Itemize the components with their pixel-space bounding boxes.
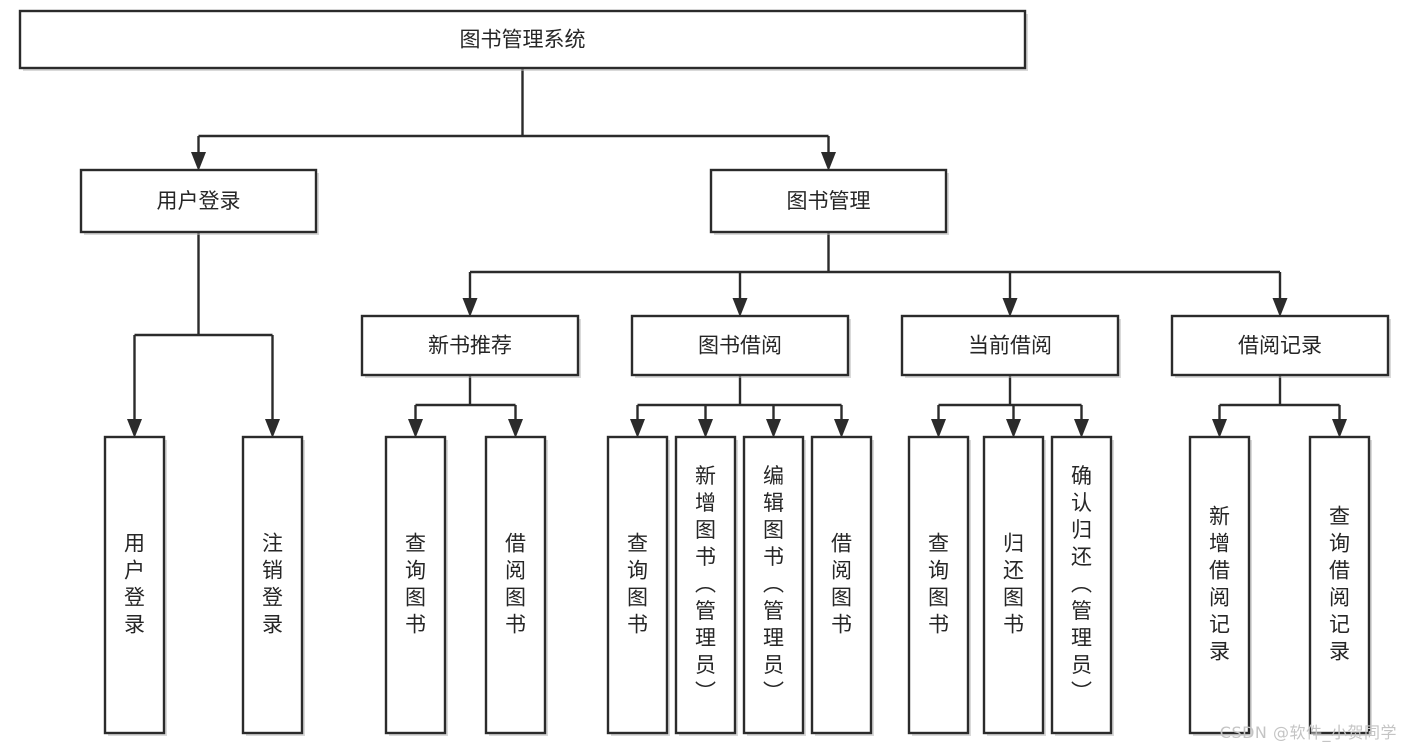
- node-leaf-confirm-return[interactable]: 确认归还︵管理员︶: [1050, 435, 1114, 736]
- node-label: 图书管理: [787, 189, 871, 213]
- edge-newbook-to-leaves: [408, 375, 523, 438]
- node-box[interactable]: [742, 435, 805, 735]
- arrow-head-icon: [508, 419, 523, 438]
- node-current-borrow[interactable]: 当前借阅: [900, 314, 1121, 378]
- node-label: 查询图书: [627, 532, 648, 637]
- arrow-head-icon: [821, 152, 836, 171]
- node-leaf-user-login[interactable]: 用户登录: [103, 435, 167, 736]
- node-label: 用户登录: [124, 532, 145, 637]
- edge-root-to-level1: [191, 68, 836, 171]
- node-leaf-return-book[interactable]: 归还图书: [982, 435, 1046, 736]
- edge-userlogin-to-leaves: [127, 232, 280, 438]
- arrow-head-icon: [698, 419, 713, 438]
- arrow-head-icon: [1272, 298, 1288, 317]
- csdn-watermark: CSDN @软件_小贺同学: [1219, 723, 1397, 742]
- node-user-login[interactable]: 用户登录: [79, 168, 319, 235]
- node-label: 用户登录: [157, 189, 241, 213]
- node-box[interactable]: [241, 435, 304, 735]
- node-label: 编辑图书︵管理员︶: [763, 464, 784, 704]
- node-leaf-edit-book[interactable]: 编辑图书︵管理员︶: [742, 435, 806, 736]
- node-leaf-add-book[interactable]: 新增图书︵管理员︶: [674, 435, 738, 736]
- edge-currentborrow-to-leaves: [931, 375, 1089, 438]
- node-box[interactable]: [1170, 314, 1390, 377]
- edge-borrowrecord-to-leaves: [1212, 375, 1347, 438]
- node-box[interactable]: [360, 314, 580, 377]
- node-box[interactable]: [1308, 435, 1371, 735]
- node-label: 查询借阅记录: [1329, 505, 1350, 664]
- node-box[interactable]: [1188, 435, 1251, 735]
- node-label: 借阅图书: [505, 532, 526, 637]
- arrow-head-icon: [1212, 419, 1227, 438]
- arrow-head-icon: [1002, 298, 1018, 317]
- node-label: 图书借阅: [698, 334, 782, 358]
- node-label: 归还图书: [1003, 532, 1024, 637]
- arrow-head-icon: [127, 419, 142, 438]
- node-leaf-query-record[interactable]: 查询借阅记录: [1308, 435, 1372, 736]
- node-label: 当前借阅: [968, 334, 1052, 358]
- node-label: 新增借阅记录: [1209, 505, 1230, 664]
- arrow-head-icon: [408, 419, 423, 438]
- edge-bookborrow-to-leaves: [630, 375, 849, 438]
- arrow-head-icon: [1332, 419, 1347, 438]
- node-boxes-layer: 图书管理系统用户登录图书管理新书推荐图书借阅当前借阅借阅记录用户登录注销登录查询…: [18, 9, 1391, 736]
- node-box[interactable]: [18, 9, 1027, 70]
- node-box[interactable]: [810, 435, 873, 735]
- node-leaf-query-book-cur[interactable]: 查询图书: [907, 435, 971, 736]
- node-label: 注销登录: [262, 532, 283, 637]
- arrow-head-icon: [630, 419, 645, 438]
- node-borrow-record[interactable]: 借阅记录: [1170, 314, 1391, 378]
- arrow-head-icon: [462, 298, 478, 317]
- node-label: 借阅图书: [831, 532, 852, 637]
- node-book-manage[interactable]: 图书管理: [709, 168, 949, 235]
- node-leaf-add-record[interactable]: 新增借阅记录: [1188, 435, 1252, 736]
- arrow-head-icon: [732, 298, 748, 317]
- node-leaf-borrow-book[interactable]: 借阅图书: [810, 435, 874, 736]
- node-box[interactable]: [484, 435, 547, 735]
- node-label: 确认归还︵管理员︶: [1071, 464, 1092, 704]
- node-box[interactable]: [79, 168, 318, 234]
- edge-bookmanage-to-level2: [462, 232, 1288, 317]
- node-book-borrow[interactable]: 图书借阅: [630, 314, 851, 378]
- arrow-head-icon: [834, 419, 849, 438]
- node-label: 借阅记录: [1238, 334, 1322, 358]
- node-label: 查询图书: [405, 532, 426, 637]
- arrow-head-icon: [1006, 419, 1021, 438]
- node-box[interactable]: [1050, 435, 1113, 735]
- node-label: 新增图书︵管理员︶: [695, 464, 716, 704]
- node-leaf-query-book-borrow[interactable]: 查询图书: [606, 435, 670, 736]
- node-box[interactable]: [709, 168, 948, 234]
- arrow-head-icon: [1074, 419, 1089, 438]
- node-new-book-rec[interactable]: 新书推荐: [360, 314, 581, 378]
- node-label: 图书管理系统: [460, 28, 586, 52]
- arrow-head-icon: [931, 419, 946, 438]
- node-box[interactable]: [674, 435, 737, 735]
- node-root[interactable]: 图书管理系统: [18, 9, 1028, 71]
- node-box[interactable]: [606, 435, 669, 735]
- node-box[interactable]: [900, 314, 1120, 377]
- connector-edges-layer: [127, 68, 1347, 438]
- node-leaf-query-book-rec[interactable]: 查询图书: [384, 435, 448, 736]
- node-label: 查询图书: [928, 532, 949, 637]
- node-box[interactable]: [982, 435, 1045, 735]
- node-leaf-borrow-book-rec[interactable]: 借阅图书: [484, 435, 548, 736]
- node-box[interactable]: [103, 435, 166, 735]
- node-leaf-logout[interactable]: 注销登录: [241, 435, 305, 736]
- node-box[interactable]: [384, 435, 447, 735]
- node-box[interactable]: [907, 435, 970, 735]
- node-box[interactable]: [630, 314, 850, 377]
- arrow-head-icon: [766, 419, 781, 438]
- arrow-head-icon: [191, 152, 206, 171]
- node-label: 新书推荐: [428, 334, 512, 358]
- arrow-head-icon: [265, 419, 280, 438]
